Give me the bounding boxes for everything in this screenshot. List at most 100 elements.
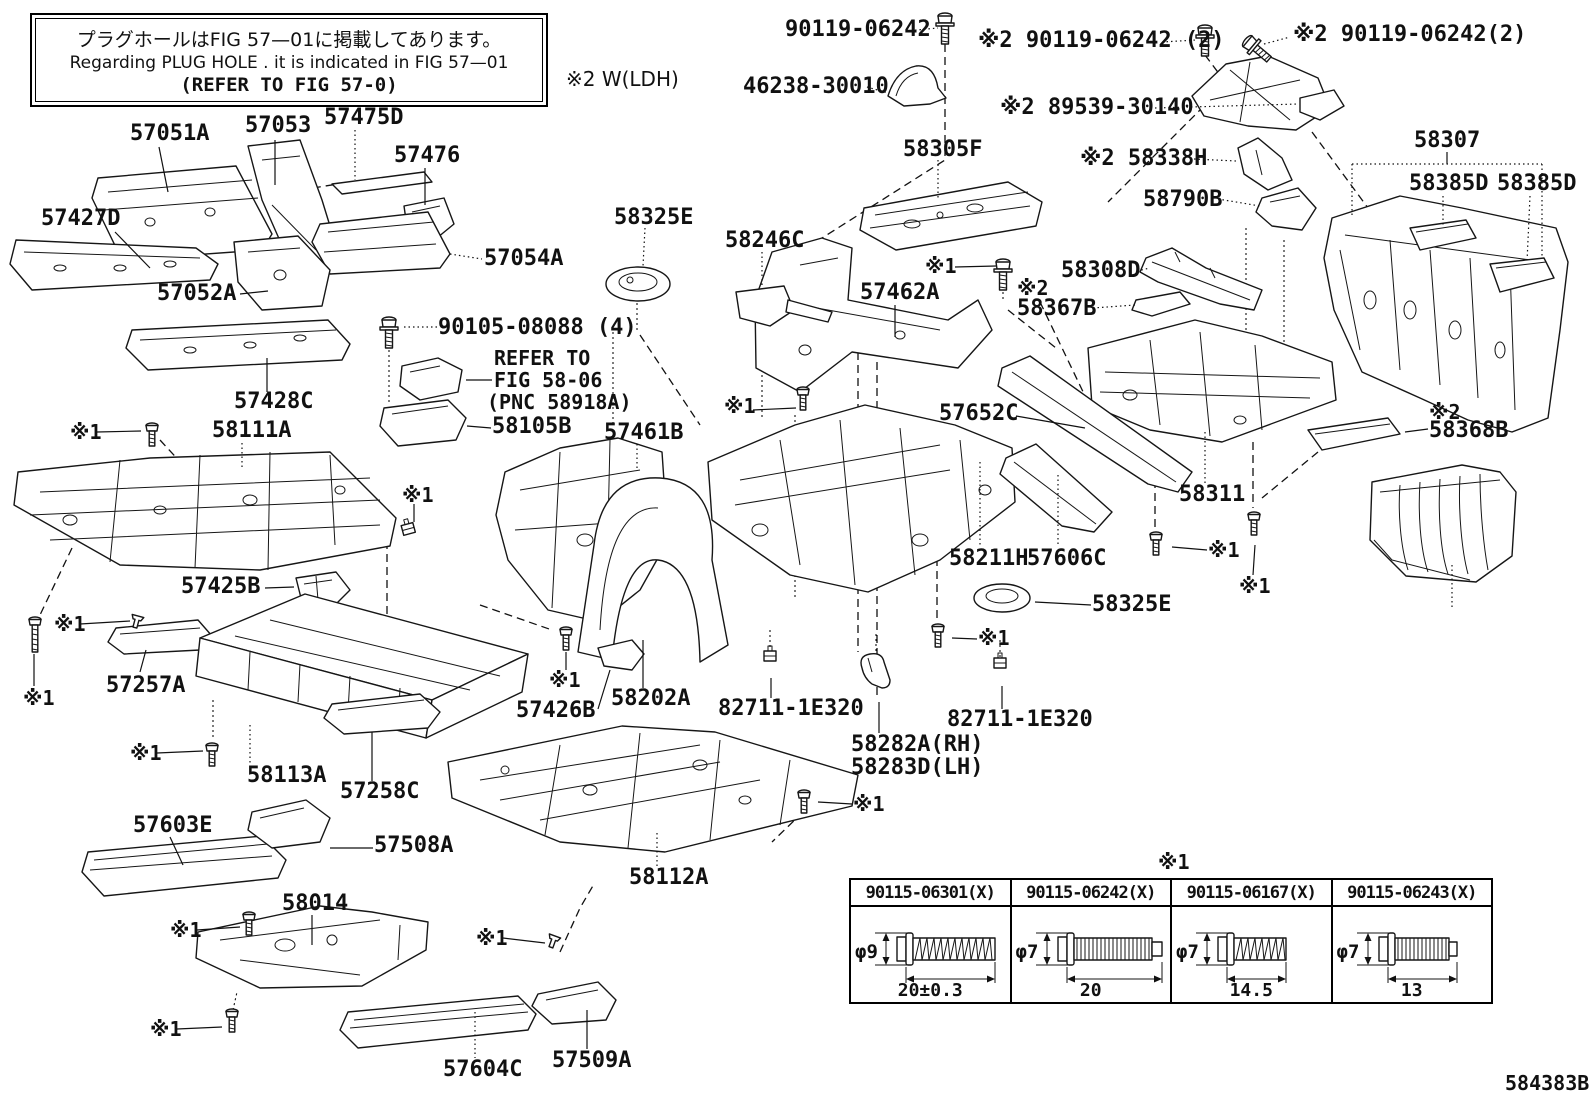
part-label-58311: 58311: [1179, 482, 1246, 507]
spec-column: 90115-06167(X) φ7 14.5: [1172, 880, 1333, 1002]
part-drawing-89539-30140: [1299, 89, 1345, 121]
bolt-length: 20±0.3: [897, 980, 963, 1001]
part-drawing-57426B: [597, 639, 645, 671]
part-drawing-58111A: [13, 451, 397, 571]
part-label-refer-2: FIG 58-06: [494, 368, 603, 392]
part-label-x1-n: ※1: [549, 668, 581, 692]
spec-part-number: 90115-06301(X): [851, 880, 1010, 907]
part-label-x2-a: ※2: [1017, 276, 1049, 300]
part-label-58325E-top: 58325E: [614, 205, 694, 230]
part-label-57475D: 57475D: [324, 105, 404, 130]
bolt-diameter: φ7: [1336, 941, 1360, 963]
part-label-58367B: 58367B: [1017, 296, 1097, 321]
bolt-diagram: [1035, 932, 1163, 983]
spec-bolt-cell: φ7 13: [1333, 907, 1492, 1002]
part-label-58385D-a: 58385D: [1409, 171, 1489, 196]
part-label-58283D: 58283D(LH): [851, 755, 984, 780]
part-drawing-58014: [195, 905, 429, 989]
part-label-x1-k: ※1: [170, 918, 202, 942]
part-label-57054A: 57054A: [484, 246, 564, 271]
part-label-58014: 58014: [282, 891, 349, 916]
part-drawing-58367B: [1131, 291, 1191, 317]
part-label-58325E-mid: 58325E: [1092, 592, 1172, 617]
part-label-58385D-b: 58385D: [1497, 171, 1577, 196]
part-label-57053: 57053: [245, 113, 312, 138]
part-drawing-58282A-clip: [860, 652, 891, 689]
part-label-57425B: 57425B: [181, 574, 261, 599]
spec-column: 90115-06242(X) φ7 20: [1011, 880, 1172, 1002]
part-label-x1-m: ※1: [150, 1017, 182, 1041]
part-label-58308D: 58308D: [1061, 258, 1141, 283]
part-drawing-46238-30010: [887, 65, 947, 107]
part-drawing-57606C: [999, 443, 1113, 533]
part-label-x1-a: ※1: [925, 254, 957, 278]
part-drawing-58105B: [379, 399, 467, 447]
part-label-57603E: 57603E: [133, 813, 213, 838]
part-label-82711-1E320-b: 82711-1E320: [947, 707, 1093, 732]
bolt-diameter: φ9: [855, 941, 878, 963]
part-drawing-58305F: [859, 181, 1043, 251]
part-label-57606C: 57606C: [1027, 546, 1107, 571]
spec-part-number: 90115-06243(X): [1332, 880, 1491, 907]
part-drawing-58246C: [735, 285, 833, 327]
part-label-x1-b: ※1: [70, 420, 102, 444]
part-label-58202A: 58202A: [611, 686, 691, 711]
part-label-90119-06242-2b: ※2 90119-06242(2): [1293, 22, 1527, 47]
part-label-x1-f: ※1: [54, 612, 86, 636]
part-label-57604C: 57604C: [443, 1057, 523, 1082]
part-label-57052A: 57052A: [157, 281, 237, 306]
part-label-90105-08088: 90105-08088 (4): [438, 315, 637, 340]
plug-hole-note-box: プラグホールはFIG 57—01に掲載してあります。 Regarding PLU…: [30, 13, 548, 107]
spec-part-number: 90115-06242(X): [1011, 880, 1170, 907]
part-label-58113A: 58113A: [247, 763, 327, 788]
part-drawing-58306F: [1369, 464, 1517, 583]
part-drawing-58385D-1: [1409, 219, 1477, 251]
part-label-x1-center: ※1: [724, 394, 756, 418]
part-label-58338H: ※2 58338H: [1080, 146, 1208, 171]
bolt-diameter: φ7: [1015, 941, 1039, 963]
bolt-diagram: [875, 932, 996, 983]
note-line-reference: (REFER TO FIG 57-0): [180, 73, 398, 96]
part-drawing-58385D-2: [1489, 257, 1555, 293]
part-drawing-58368B: [1307, 417, 1401, 451]
leader-lines: [33, 27, 1543, 1058]
part-drawing-58790B: [1255, 187, 1317, 231]
part-drawing-58338H: [1237, 137, 1293, 191]
part-label-89539-30140: ※2 89539-30140: [1000, 95, 1194, 120]
part-label-58112A: 58112A: [629, 865, 709, 890]
part-label-x1-g: ※1: [23, 686, 55, 710]
part-label-57426B: 57426B: [516, 698, 596, 723]
part-drawing-58112A: [447, 725, 859, 853]
part-label-57508A: 57508A: [374, 833, 454, 858]
part-drawing-57603E: [81, 835, 287, 897]
part-label-58282A: 58282A(RH): [851, 732, 984, 757]
part-label-57462A: 57462A: [860, 280, 940, 305]
part-drawing-57428C: [125, 319, 351, 371]
part-label-57427D: 57427D: [41, 206, 121, 231]
part-drawing-57652C: [997, 355, 1193, 493]
part-label-58246C: 58246C: [725, 228, 805, 253]
part-label-46238-30010: 46238-30010: [743, 74, 889, 99]
part-drawing-57604C: [339, 995, 537, 1049]
part-label-x1-c: ※1: [402, 483, 434, 507]
part-label-x1-table: ※1: [1158, 850, 1190, 874]
part-label-x1-e: ※1: [1239, 574, 1271, 598]
plug-hole-note-inner: プラグホールはFIG 57—01に掲載してあります。 Regarding PLU…: [35, 18, 543, 102]
part-drawing-57258C: [323, 693, 441, 735]
spec-bolt-cell: φ9 20±0.3: [851, 907, 1010, 1002]
bolt-length: 13: [1400, 980, 1423, 1001]
part-label-58111A: 58111A: [212, 418, 292, 443]
part-drawing-57509A: [531, 981, 617, 1025]
part-label-58211H: 58211H: [949, 546, 1029, 571]
part-label-57257A: 57257A: [106, 673, 186, 698]
bolt-diagram: [1356, 932, 1458, 983]
diagram-code: 584383B: [1505, 1071, 1590, 1095]
part-label-x1-h: ※1: [978, 626, 1010, 650]
part-drawing-57054A: [311, 211, 451, 275]
part-label-x1-j: ※1: [853, 792, 885, 816]
part-label-x1-i: ※1: [130, 741, 162, 765]
spec-bolt-cell: φ7 20: [1012, 907, 1171, 1002]
part-drawing-57475D: [331, 171, 433, 195]
